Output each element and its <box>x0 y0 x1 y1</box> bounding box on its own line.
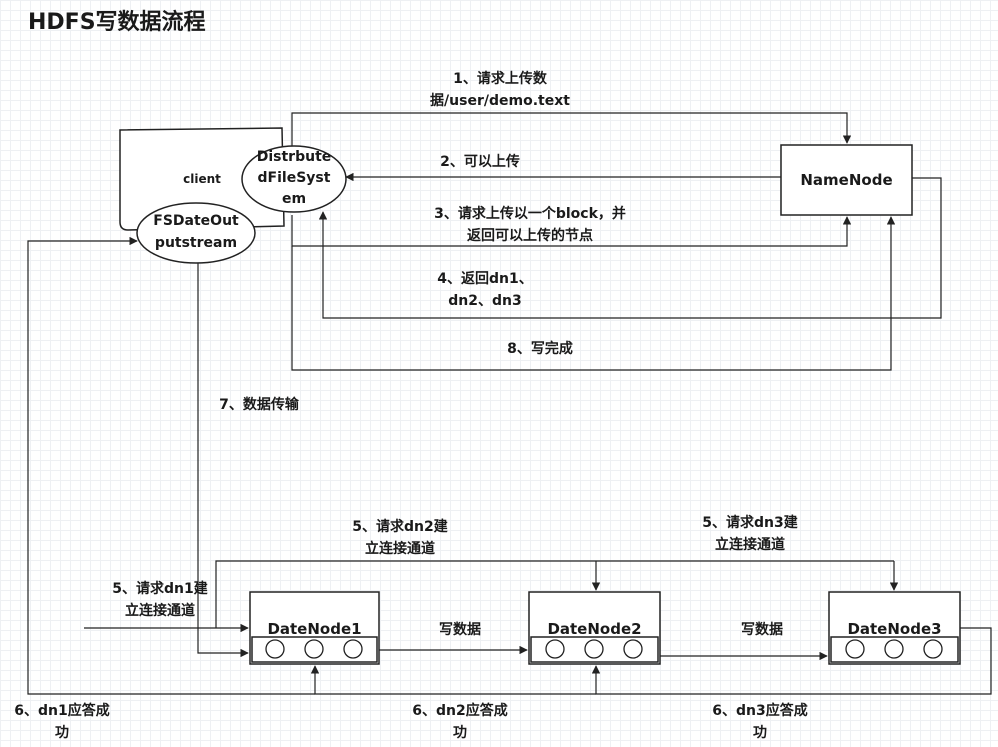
step4-label: 4、返回dn1、 dn2、dn3 <box>437 271 533 309</box>
block-slot <box>884 639 904 659</box>
block-slot <box>545 639 565 659</box>
write-data-1-label: 写数据 <box>439 622 481 638</box>
step6-dn1-label: 6、dn1应答成 功 <box>14 703 110 741</box>
block-slot <box>623 639 643 659</box>
block-slot <box>584 639 604 659</box>
dfs-label: Distrbute dFileSyst em <box>256 149 332 207</box>
namenode-box <box>780 144 913 216</box>
namenode-label: NameNode <box>800 171 893 189</box>
block-slot <box>343 639 363 659</box>
step2-label: 2、可以上传 <box>440 154 520 170</box>
write-data-2-label: 写数据 <box>741 622 783 638</box>
step6-dn3-label: 6、dn3应答成 功 <box>712 703 808 741</box>
edge-data-transfer <box>197 262 249 658</box>
edge-write-complete <box>291 216 896 371</box>
edge-return-nodes <box>318 177 942 319</box>
edge-ack-dn1 <box>27 236 315 695</box>
edge-ack-dn2 <box>310 665 596 695</box>
edge-connect-dn2-dn3 <box>215 560 894 628</box>
step5-dn1-label: 5、请求dn1建 立连接通道 <box>112 581 208 619</box>
edge-request-upload <box>291 112 852 148</box>
datanode2-label: DateNode2 <box>547 620 642 638</box>
step1-label: 1、请求上传数 据/user/demo.text <box>430 71 570 109</box>
step7-label: 7、数据传输 <box>219 397 299 413</box>
block-slot <box>265 639 285 659</box>
block-slot <box>304 639 324 659</box>
client-label: client <box>183 172 221 186</box>
fsout-label: FSDateOut putstream <box>153 213 239 251</box>
edge-ack-dn3 <box>591 627 992 695</box>
datanode3-label: DateNode3 <box>847 620 942 638</box>
dfs-ellipse <box>241 145 347 213</box>
step5-dn2-label: 5、请求dn2建 立连接通道 <box>352 519 448 557</box>
step3-label: 3、请求上传以一个block，并 返回可以上传的节点 <box>434 206 626 244</box>
datanode1-label: DateNode1 <box>267 620 362 638</box>
step5-dn3-label: 5、请求dn3建 立连接通道 <box>702 515 798 553</box>
step8-label: 8、写完成 <box>507 341 573 357</box>
edge-request-block <box>291 215 852 247</box>
block-slot <box>923 639 943 659</box>
fsout-ellipse <box>136 202 256 264</box>
step6-dn2-label: 6、dn2应答成 功 <box>412 703 508 741</box>
diagram-title: HDFS写数据流程 <box>28 10 206 35</box>
block-slot <box>845 639 865 659</box>
